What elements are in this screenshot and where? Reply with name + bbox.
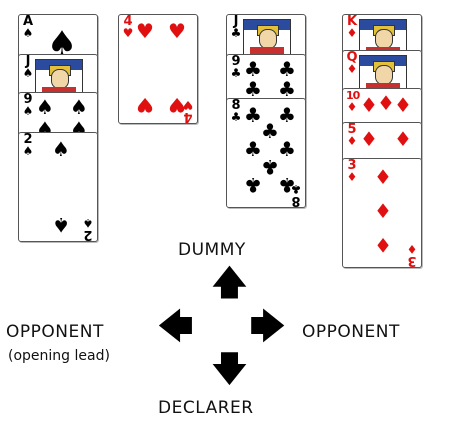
diamond-icon: ♦: [393, 95, 413, 115]
diamond-icon: ♦: [406, 243, 418, 254]
diamond-icon: ♦: [373, 201, 393, 221]
card-eight-of-clubs[interactable]: 8♣ ♣ ♣ ♣ ♣ ♣ ♣ ♣ ♣ 8♣: [226, 98, 306, 208]
diamond-icon: ♦: [346, 64, 358, 75]
club-icon: ♣: [243, 139, 263, 159]
arrow-up-icon: 🡅: [212, 266, 247, 300]
diamond-icon: ♦: [346, 102, 358, 113]
club-icon: ♣: [230, 28, 242, 39]
diamond-icon: ♦: [346, 172, 358, 183]
spade-icon: ♠: [22, 68, 34, 79]
card-four-of-hearts[interactable]: 4♥ ♥ ♥ ♥ ♥ 4♥: [118, 14, 198, 124]
heart-icon: ♥: [135, 95, 155, 115]
arrow-right-icon: 🡆: [250, 310, 285, 344]
club-icon: ♣: [277, 79, 297, 99]
club-icon: ♣: [277, 139, 297, 159]
club-icon: ♣: [243, 59, 263, 79]
west-note: (opening lead): [8, 348, 110, 364]
spade-icon: ♠: [51, 215, 71, 235]
card-two-of-spades[interactable]: 2♠ ♠ ♠ 2♠: [18, 132, 98, 242]
club-icon: ♣: [260, 157, 280, 177]
diamond-icon: ♦: [393, 129, 413, 149]
spade-icon: ♠: [82, 217, 94, 228]
heart-icon: ♥: [167, 21, 187, 41]
diamond-icon: ♦: [373, 167, 393, 187]
arrow-left-icon: 🡄: [158, 310, 193, 344]
club-icon: ♣: [277, 59, 297, 79]
diamond-icon: ♦: [373, 235, 393, 255]
card-three-of-diamonds[interactable]: 3♦ ♦ ♦ ♦ 3♦: [342, 158, 422, 268]
spade-icon: ♠: [35, 97, 55, 117]
north-label: DUMMY: [178, 240, 246, 260]
spade-icon: ♠: [51, 139, 71, 159]
club-icon: ♣: [230, 68, 242, 79]
spade-icon: ♠: [22, 28, 34, 39]
east-label: OPPONENT: [302, 322, 400, 342]
diamond-icon: ♦: [346, 136, 358, 147]
club-icon: ♣: [277, 105, 297, 125]
club-icon: ♣: [243, 79, 263, 99]
heart-icon: ♥: [182, 99, 194, 110]
diamond-icon: ♦: [346, 28, 358, 39]
spade-icon: ♠: [22, 146, 34, 157]
arrow-down-icon: 🡇: [212, 352, 247, 386]
diamond-icon: ♦: [359, 129, 379, 149]
heart-icon: ♥: [135, 21, 155, 41]
heart-icon: ♥: [122, 28, 134, 39]
club-icon: ♣: [243, 175, 263, 195]
south-label: DECLARER: [158, 398, 254, 418]
club-icon: ♣: [260, 121, 280, 141]
club-icon: ♣: [230, 112, 242, 123]
spade-icon: ♠: [69, 97, 89, 117]
club-icon: ♣: [290, 183, 302, 194]
spade-icon: ♠: [22, 106, 34, 117]
west-label: OPPONENT: [6, 322, 104, 342]
